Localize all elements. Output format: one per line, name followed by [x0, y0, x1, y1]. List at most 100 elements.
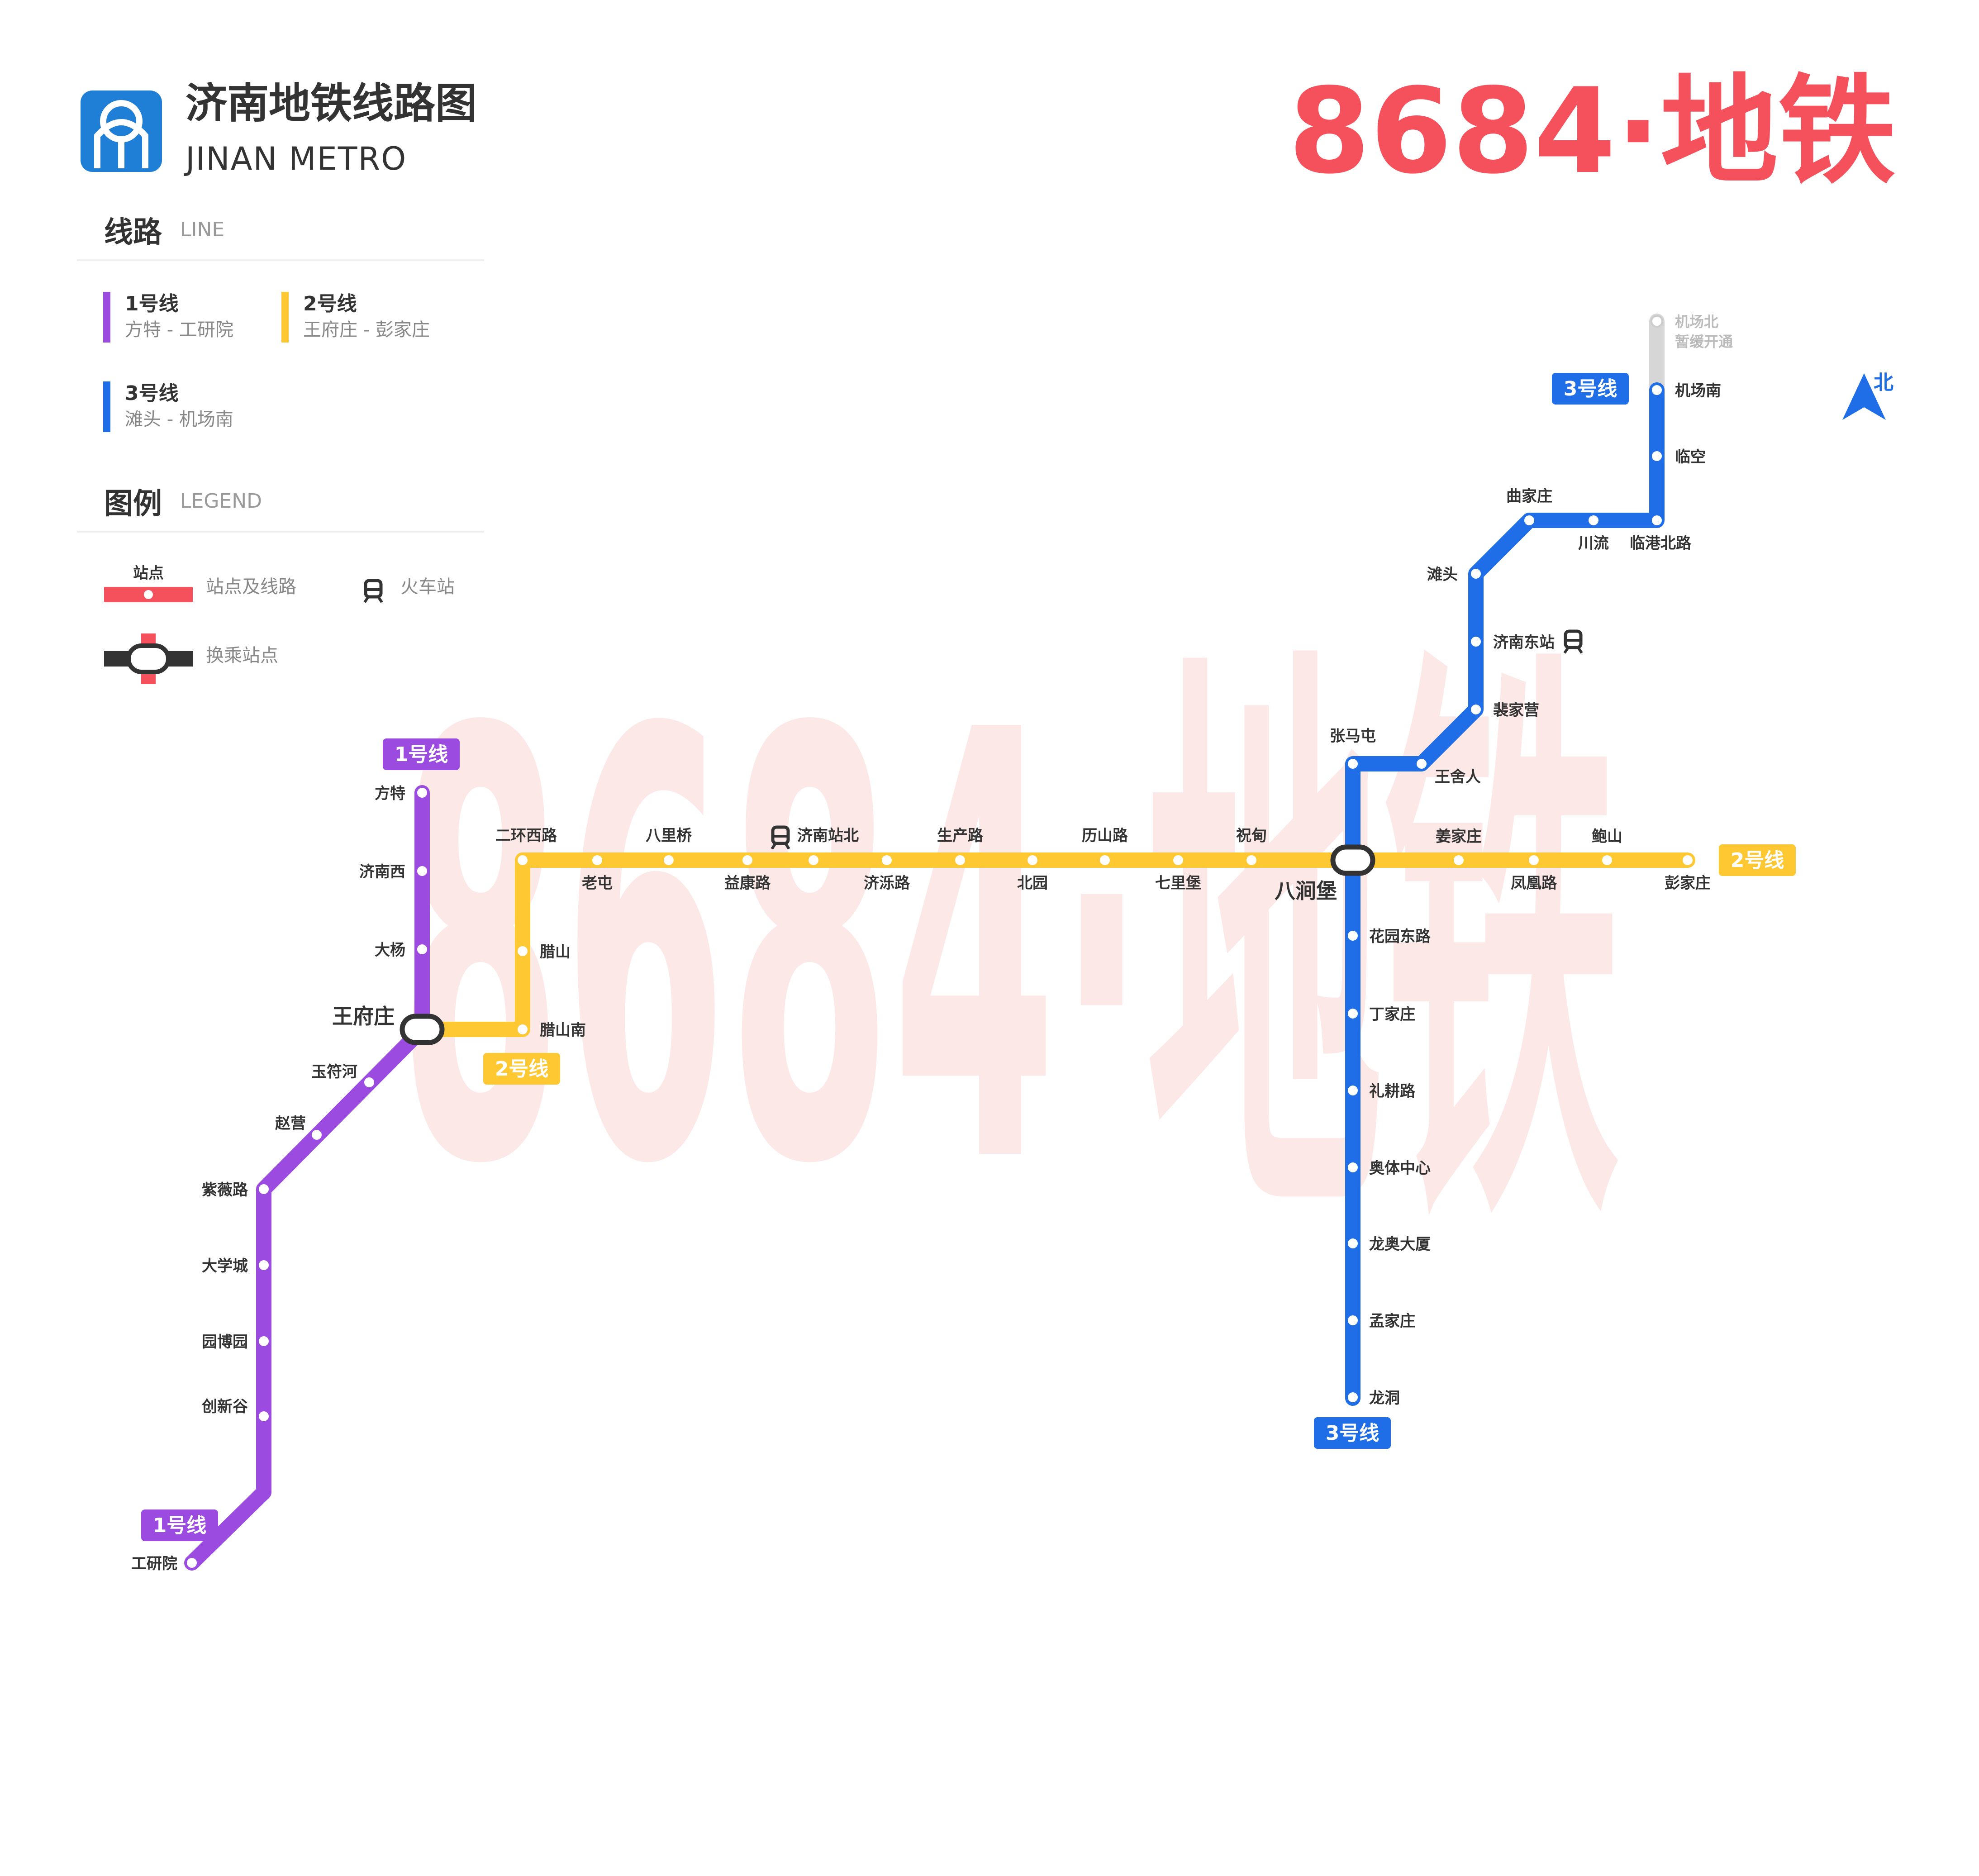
- station-dot: [417, 866, 427, 876]
- station-jiangjiazhuang[interactable]: 姜家庄: [1436, 828, 1482, 865]
- station-huayuandonglu[interactable]: 花园东路: [1348, 928, 1431, 946]
- station-ligenglu[interactable]: 礼耕路: [1348, 1082, 1416, 1100]
- transfer-marker: [1330, 844, 1375, 876]
- north-arrow-icon: 北: [1842, 371, 1893, 420]
- station-dot: [259, 1336, 269, 1346]
- station-jinandongzhan[interactable]: 济南东站: [1471, 633, 1555, 652]
- station-dot: [1589, 515, 1598, 525]
- station-laotun[interactable]: 老屯: [582, 855, 613, 892]
- station-label: 机场南: [1675, 382, 1721, 400]
- station-lishanlu[interactable]: 历山路: [1082, 827, 1128, 865]
- station-fangte[interactable]: 方特: [375, 785, 427, 803]
- station-dot: [1524, 515, 1534, 525]
- station-qujiazhuang[interactable]: 曲家庄: [1506, 487, 1552, 525]
- station-lashannan[interactable]: 腊山南: [518, 1021, 586, 1039]
- station-label: 龙奥大厦: [1369, 1235, 1431, 1253]
- station-jichangnan[interactable]: 机场南: [1652, 382, 1721, 400]
- station-dot: [1652, 515, 1662, 525]
- station-longdong[interactable]: 龙洞: [1348, 1389, 1400, 1407]
- station-baoshan[interactable]: 鲍山: [1592, 828, 1622, 865]
- station-baliqiao[interactable]: 八里桥: [646, 827, 692, 865]
- station-label: 祝甸: [1236, 827, 1267, 845]
- station-jinanxi[interactable]: 济南西: [359, 863, 427, 881]
- station-dayang[interactable]: 大杨: [375, 941, 427, 959]
- station-note: 暂缓开通: [1675, 333, 1733, 350]
- station-label: 紫薇路: [202, 1181, 248, 1199]
- station-chuangxingu[interactable]: 创新谷: [201, 1398, 269, 1421]
- station-dot: [1602, 855, 1612, 865]
- station-dot: [518, 946, 528, 956]
- legend-train-station-label: 火车站: [400, 576, 455, 597]
- station-dot: [1454, 855, 1464, 865]
- line-card-3[interactable]: 3号线 滩头 - 机场南: [103, 381, 233, 432]
- station-tantou[interactable]: 滩头: [1427, 566, 1481, 584]
- station-shengchanlu[interactable]: 生产路: [937, 827, 984, 865]
- station-qilibao[interactable]: 七里堡: [1155, 855, 1201, 892]
- station-pengjiazhuang[interactable]: 彭家庄: [1665, 855, 1711, 892]
- station-dingjiazhuang[interactable]: 丁家庄: [1348, 1005, 1415, 1024]
- svg-text:1号线: 1号线: [395, 743, 448, 766]
- station-linkong[interactable]: 临空: [1652, 448, 1706, 466]
- line-card-2[interactable]: 2号线 王府庄 - 彭家庄: [281, 292, 430, 343]
- station-label: 花园东路: [1369, 928, 1431, 946]
- transfer-station-bajianbao[interactable]: 八涧堡: [1275, 844, 1375, 903]
- station-label: 历山路: [1082, 827, 1128, 845]
- station-label: 奥体中心: [1369, 1159, 1431, 1177]
- station-dot: [592, 855, 602, 865]
- station-label: 济南东站: [1493, 633, 1555, 652]
- station-dot: [1471, 637, 1481, 647]
- station-wangsheren[interactable]: 王舍人: [1417, 759, 1481, 786]
- station-gongyanyuan[interactable]: 工研院: [131, 1555, 197, 1573]
- line-card-1[interactable]: 1号线 方特 - 工研院: [103, 292, 233, 343]
- station-zhaoying[interactable]: 赵营: [275, 1114, 322, 1140]
- station-label: 八里桥: [646, 827, 692, 845]
- legend-station-tag: 站点: [133, 564, 164, 582]
- station-peijiaying[interactable]: 裴家营: [1471, 701, 1539, 719]
- station-yufuhe[interactable]: 玉符河: [311, 1063, 374, 1087]
- station-dot: [187, 1558, 197, 1568]
- line-section-title: 线路: [104, 216, 162, 249]
- station-dot: [417, 788, 427, 798]
- station-label: 济泺路: [864, 874, 910, 892]
- train-icon: [363, 579, 383, 603]
- station-dot: [1417, 759, 1427, 769]
- station-jinanzhanbei[interactable]: 济南站北: [797, 827, 859, 865]
- station-label: 腊山: [540, 943, 571, 961]
- station-label: 王舍人: [1435, 768, 1481, 786]
- line-section-title-en: LINE: [180, 218, 224, 241]
- page-subtitle: JINAN METRO: [184, 140, 407, 177]
- station-beiyuan[interactable]: 北园: [1017, 855, 1048, 892]
- station-mengjiazhuang[interactable]: 孟家庄: [1348, 1312, 1415, 1330]
- station-yikanglu[interactable]: 益康路: [724, 855, 771, 892]
- station-label: 孟家庄: [1369, 1312, 1415, 1330]
- station-daxuecheng[interactable]: 大学城: [202, 1257, 269, 1275]
- station-lashan[interactable]: 腊山: [518, 943, 571, 961]
- station-lingangbeilu[interactable]: 临港北路: [1630, 515, 1692, 552]
- legend-section-title: 图例: [104, 487, 162, 521]
- station-erhuanxilu[interactable]: 二环西路: [495, 827, 557, 865]
- station-longaodasha[interactable]: 龙奥大厦: [1348, 1235, 1431, 1253]
- station-zhangmatun[interactable]: 张马屯: [1330, 727, 1376, 769]
- station-label: 七里堡: [1155, 874, 1201, 892]
- station-ziweilu[interactable]: 紫薇路: [202, 1181, 269, 1199]
- station-dot: [518, 1024, 528, 1034]
- station-dot: [1683, 855, 1693, 865]
- north-label: 北: [1874, 371, 1893, 394]
- station-zhudian[interactable]: 祝甸: [1236, 827, 1267, 865]
- watermark-8684: 8684·地铁: [398, 608, 1620, 1293]
- line-card-range: 王府庄 - 彭家庄: [303, 319, 430, 340]
- station-aotizhongxin[interactable]: 奥体中心: [1348, 1159, 1431, 1177]
- station-label: 滩头: [1427, 566, 1458, 584]
- station-jiluolu[interactable]: 济泺路: [864, 855, 910, 892]
- station-label: 二环西路: [495, 827, 557, 845]
- station-yuanboyuan[interactable]: 园博园: [202, 1333, 269, 1351]
- svg-text:2号线: 2号线: [1731, 849, 1784, 872]
- transfer-station-wangfuzhuang[interactable]: 王府庄: [332, 1004, 445, 1045]
- station-fenghuanglu[interactable]: 凤凰路: [1511, 855, 1557, 892]
- station-chuanliu[interactable]: 川流: [1578, 515, 1609, 552]
- station-label: 方特: [375, 785, 405, 803]
- station-label: 济南西: [359, 863, 405, 881]
- legend-train-station: 火车站: [363, 576, 455, 603]
- station-dot: [1348, 931, 1358, 941]
